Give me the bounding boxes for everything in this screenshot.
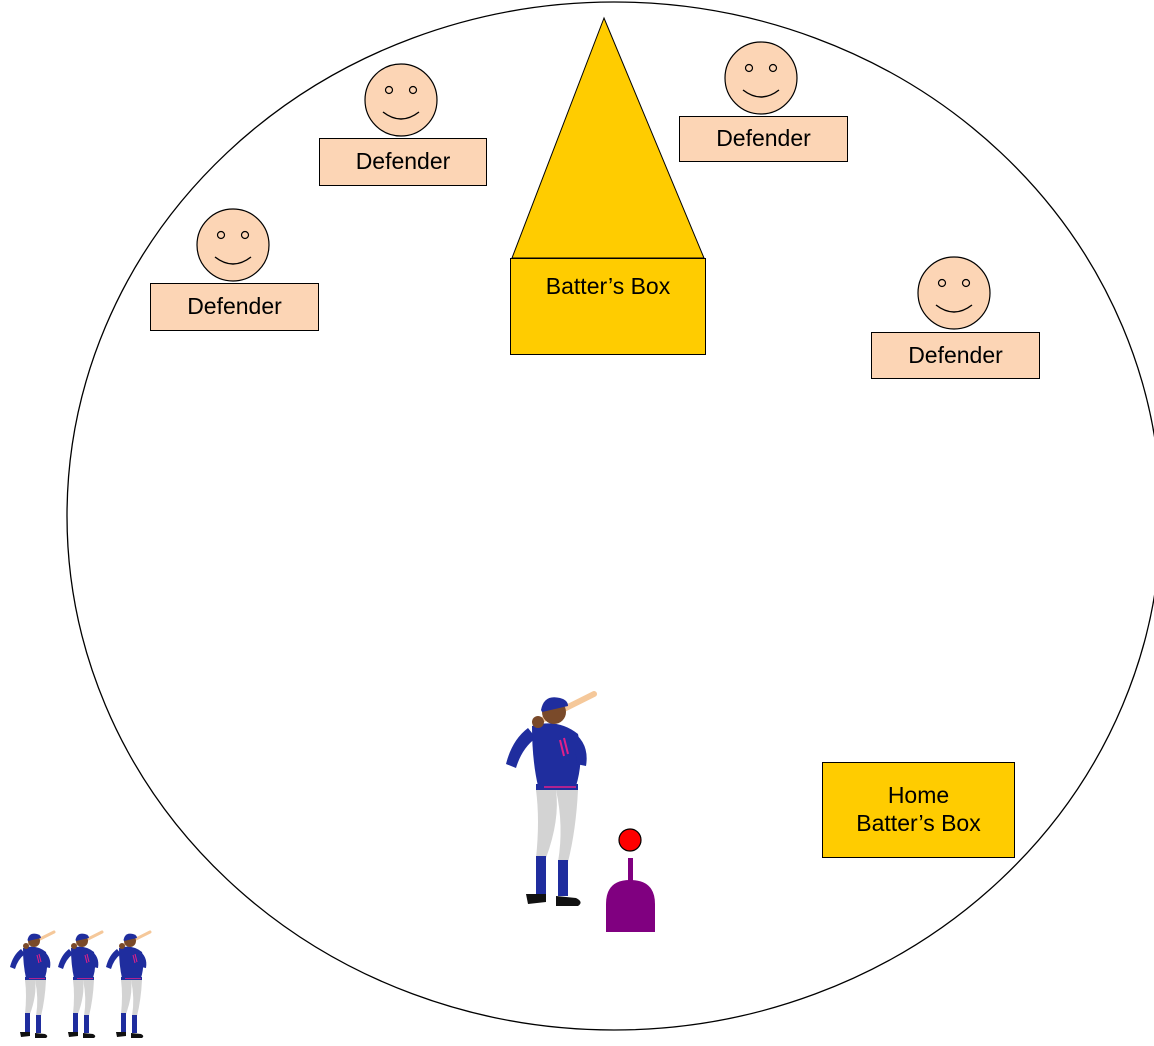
smiley-face-icon: [724, 41, 798, 115]
batters-box: Batter’s Box: [510, 258, 706, 355]
defender-text: Defender: [908, 341, 1003, 368]
defender-text: Defender: [716, 125, 811, 152]
baseball-batter-icon: [56, 930, 104, 1040]
batting-tee-icon: [606, 880, 655, 932]
defender-text: Defender: [355, 148, 451, 175]
baseball-batter-icon: [506, 694, 594, 906]
field-circle: [66, 1, 1154, 1031]
defender-text: Defender: [187, 293, 282, 320]
baseball-batter-icon: [104, 930, 152, 1040]
defender-label: Defender: [679, 116, 848, 162]
baseball-batter-icon: [8, 930, 56, 1040]
smiley-face-icon: [917, 256, 991, 330]
batters-box-triangle: [511, 16, 705, 259]
smiley-face-icon: [196, 208, 270, 282]
defender-label: Defender: [150, 283, 319, 331]
defender-label: Defender: [319, 138, 487, 186]
home-batters-box: Home Batter’s Box: [822, 762, 1015, 858]
home-batters-box-line1: Home: [887, 782, 950, 809]
ball-icon: [618, 828, 642, 852]
batters-box-label: Batter’s Box: [545, 273, 671, 299]
smiley-face-icon: [364, 63, 438, 137]
batting-tee-post: [628, 858, 633, 884]
home-batters-box-line2: Batter’s Box: [856, 810, 981, 836]
defender-label: Defender: [871, 332, 1040, 379]
